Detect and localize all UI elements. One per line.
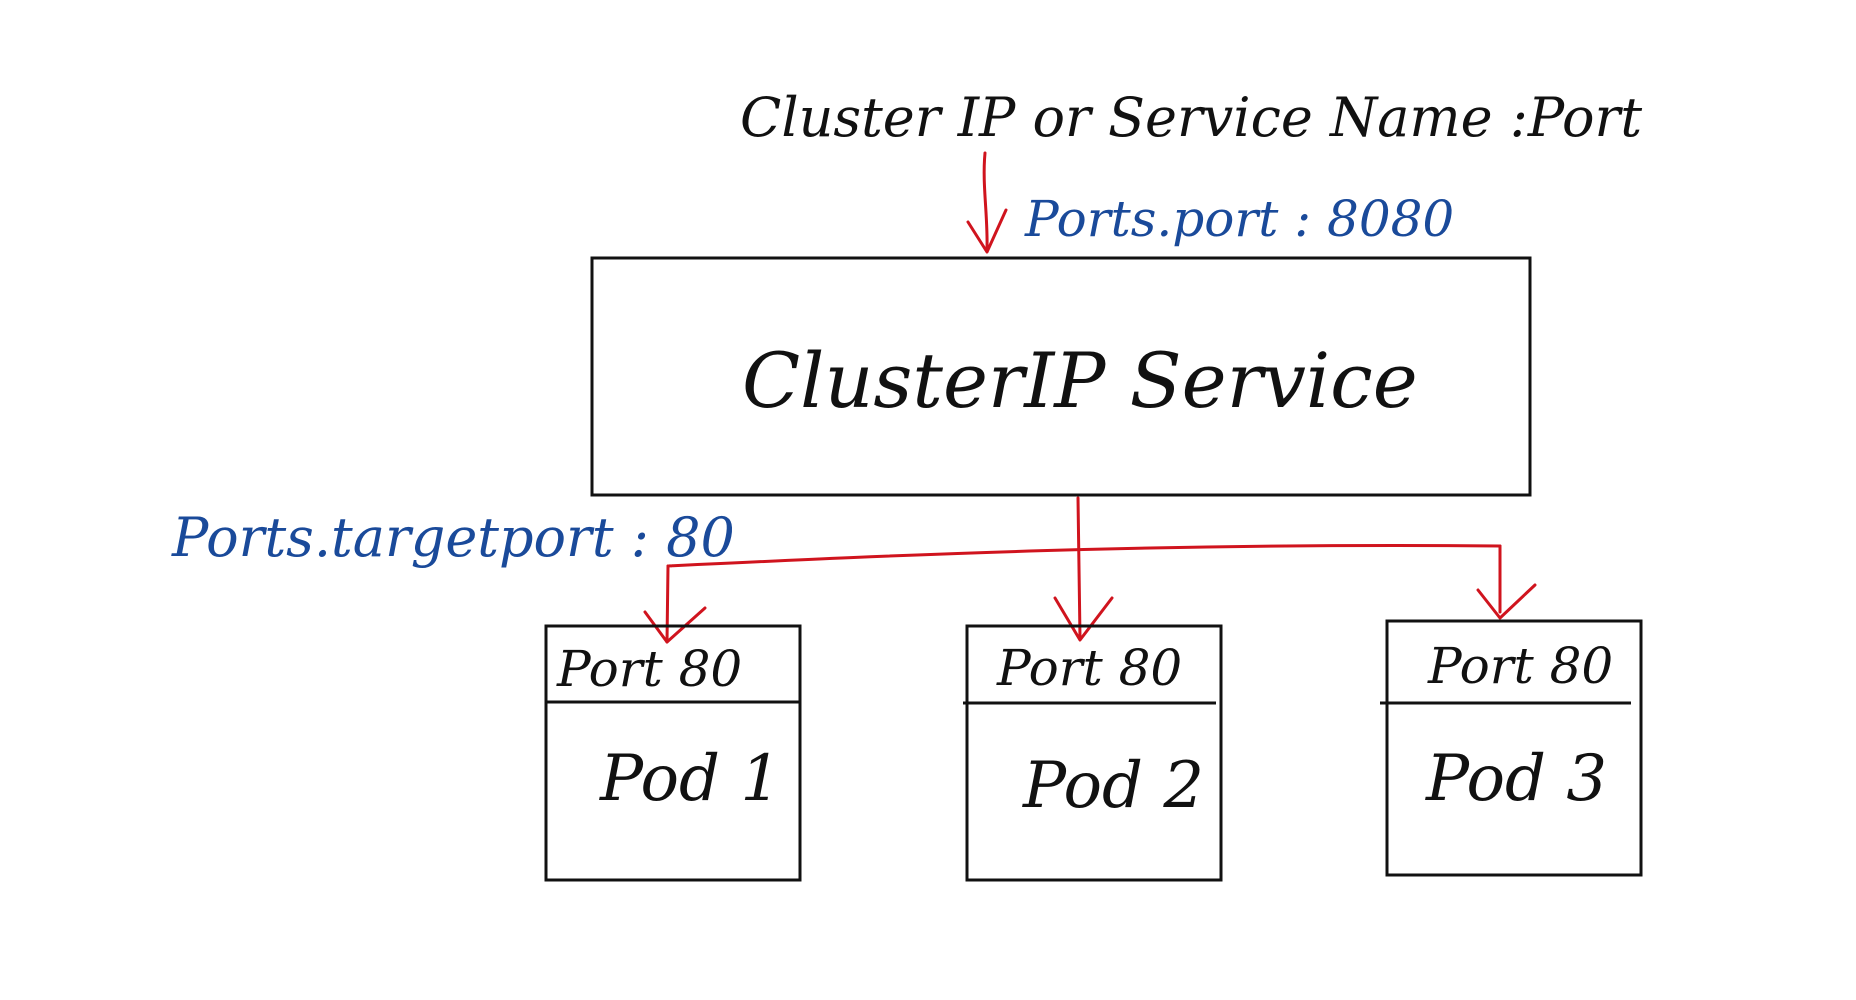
cluster-ip-service-box (590, 256, 1532, 497)
entry-label: Cluster IP or Service Name :Port (740, 86, 1642, 149)
pod-1-name: Pod 1 (599, 742, 781, 816)
service-port-label: Ports.port : 8080 (1024, 190, 1454, 248)
arrowhead-pod-3 (1476, 583, 1537, 620)
left-drop (665, 564, 670, 644)
pod-3-name: Pod 3 (1425, 742, 1607, 816)
arrowhead-pod-1 (643, 606, 707, 644)
pod-2-name: Pod 2 (1022, 749, 1204, 823)
pod-3: Port 80 Pod 3 (1380, 619, 1643, 877)
branch-line (666, 544, 1502, 568)
arrowhead-pod-2 (1053, 596, 1114, 642)
target-port-label: Ports.targetport : 80 (171, 506, 735, 569)
service-label: ClusterIP Service (742, 336, 1418, 425)
distribution-arrows (643, 496, 1537, 644)
pod-2-port-label: Port 80 (996, 639, 1182, 697)
pod-1-port-label: Port 80 (556, 640, 742, 698)
trunk-line (1076, 496, 1082, 640)
pod-3-port-label: Port 80 (1427, 637, 1613, 695)
entry-arrow (966, 151, 1008, 254)
pod-1: Port 80 Pod 1 (544, 624, 802, 882)
pod-2: Port 80 Pod 2 (963, 624, 1223, 882)
